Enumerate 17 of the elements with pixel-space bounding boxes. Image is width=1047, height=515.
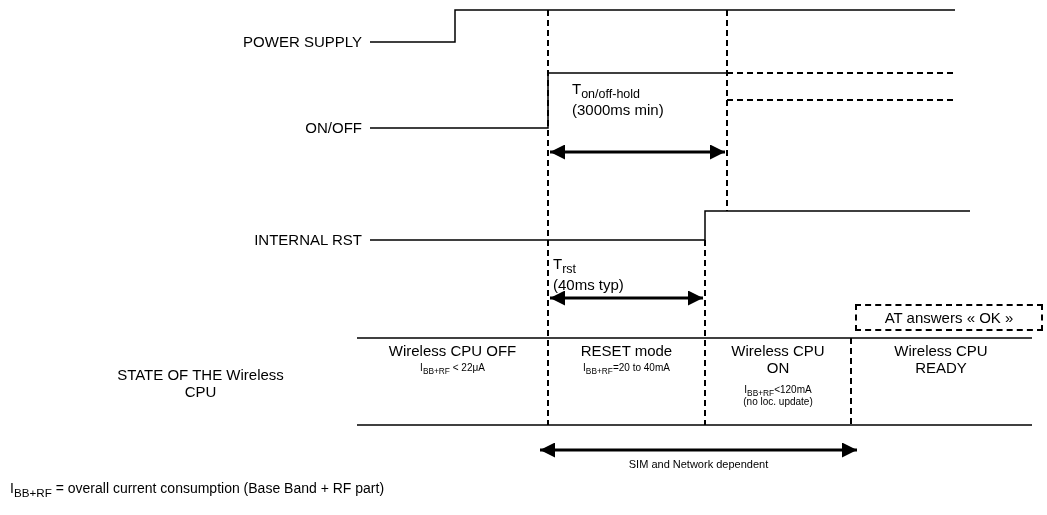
state-label: Wireless CPU READY [893, 342, 989, 377]
current-value: I$_{BB+RF}$ < 22μA [419, 362, 486, 377]
current-value: I$_{BB+RF}$=20 to 40mA [582, 362, 671, 377]
signal-name: INTERNAL RST [253, 231, 362, 249]
state-label: RESET mode [579, 342, 674, 360]
footnote: I$_{BB+RF}$ = overall current consumption (Base Band + RF part) [10, 480, 386, 500]
signal-name: POWER SUPPLY [242, 33, 362, 51]
timing-annotation: T$_{rst}$ (40ms typ) [553, 255, 625, 294]
dimension-label: SIM and Network dependent [627, 458, 770, 471]
row-label: STATE OF THE Wireless CPU [116, 366, 285, 401]
state-label: Wireless CPU ON [730, 342, 826, 377]
state-label: Wireless CPU OFF [387, 342, 518, 360]
current-value: I$_{BB+RF}$<120mA [743, 384, 812, 398]
note-box: AT answers « OK » [855, 304, 1043, 331]
timing-annotation: T$_{on/off-hold}$ (3000ms min) [572, 80, 665, 119]
current-value: (no loc. update) [742, 396, 814, 408]
signal-name: ON/OFF [304, 119, 362, 137]
